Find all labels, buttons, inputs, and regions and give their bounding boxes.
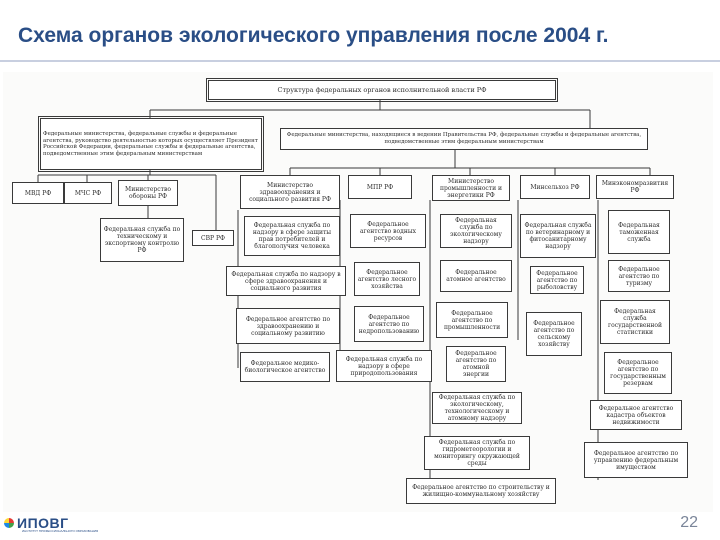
root-box: Структура федеральных органов исполнител…	[206, 78, 558, 102]
service-box: Федеральное медико-биологическое агентст…	[240, 352, 330, 382]
title-divider	[0, 60, 720, 62]
right-group-box: Федеральные министерства, находящиеся в …	[280, 128, 648, 150]
service-box: Федеральная служба по гидрометеорологии …	[424, 436, 530, 470]
service-box: Федеральное агентство по здравоохранению…	[236, 308, 340, 344]
service-box: Федеральное агентство по сельскому хозяй…	[526, 312, 582, 356]
ministry-box: Министерство обороны РФ	[118, 180, 178, 206]
ministry-box: МВД РФ	[12, 182, 64, 204]
ministry-box: Минэкономразвития РФ	[596, 175, 674, 199]
service-box: Федеральное атомное агентство	[440, 260, 512, 292]
service-box: Федеральное агентство лесного хозяйства	[354, 262, 420, 296]
service-box: Федеральная служба по техническому и экс…	[100, 218, 184, 262]
ministry-box: Минсельхоз РФ	[520, 175, 590, 199]
service-box: Федеральная служба по надзору в сфере за…	[244, 216, 340, 256]
ministry-box: МПР РФ	[348, 175, 412, 199]
service-box: Федеральное агентство по туризму	[608, 260, 670, 292]
service-box: Федеральная служба государственной стати…	[600, 300, 670, 344]
left-group-box: Федеральные министерства, федеральные сл…	[38, 116, 264, 172]
service-box: Федеральная служба по надзору в сфере пр…	[336, 350, 432, 382]
service-box: Федеральное агентство по управлению феде…	[584, 442, 688, 478]
service-box: Федеральное агентство водных ресурсов	[350, 214, 426, 248]
logo-text: ИПОВГ	[17, 515, 69, 531]
service-box: Федеральное агентство по рыболовству	[530, 266, 584, 294]
service-box: Федеральное агентство по государственным…	[604, 352, 672, 394]
page-number: 22	[680, 514, 698, 531]
service-box: Федеральное агентство по строительству и…	[406, 478, 556, 504]
ministry-box: Министерство промышленности и энергетики…	[432, 175, 510, 201]
slide-title: Схема органов экологического управления …	[18, 24, 609, 47]
service-box: Федеральное агентство кадастра объектов …	[590, 400, 682, 430]
service-box: Федеральная служба по ветеринарному и фи…	[520, 214, 596, 258]
service-box: Федеральное агентство по недропользовани…	[354, 306, 424, 342]
service-box: Федеральное агентство по промышленности	[436, 302, 508, 338]
service-box: Федеральная служба по экологическому над…	[440, 214, 512, 248]
logo-subtitle: ИНСТИТУТ ПРОФЕССИОНАЛЬНОГО ОБРАЗОВАНИЯ	[22, 529, 99, 533]
service-box: Федеральная служба по надзору в сфере зд…	[226, 266, 346, 296]
logo: ИПОВГ ИНСТИТУТ ПРОФЕССИОНАЛЬНОГО ОБРАЗОВ…	[4, 514, 98, 533]
logo-mark-icon	[4, 518, 14, 528]
ministry-box: МЧС РФ	[64, 182, 112, 204]
service-box: Федеральное агентство по атомной энергии	[446, 346, 506, 382]
service-box: Федеральная служба по экологическому, те…	[432, 392, 522, 424]
service-box: СВР РФ	[192, 230, 234, 246]
ministry-box: Министерство здравоохранения и социально…	[240, 175, 340, 209]
service-box: Федеральная таможенная служба	[608, 210, 670, 254]
